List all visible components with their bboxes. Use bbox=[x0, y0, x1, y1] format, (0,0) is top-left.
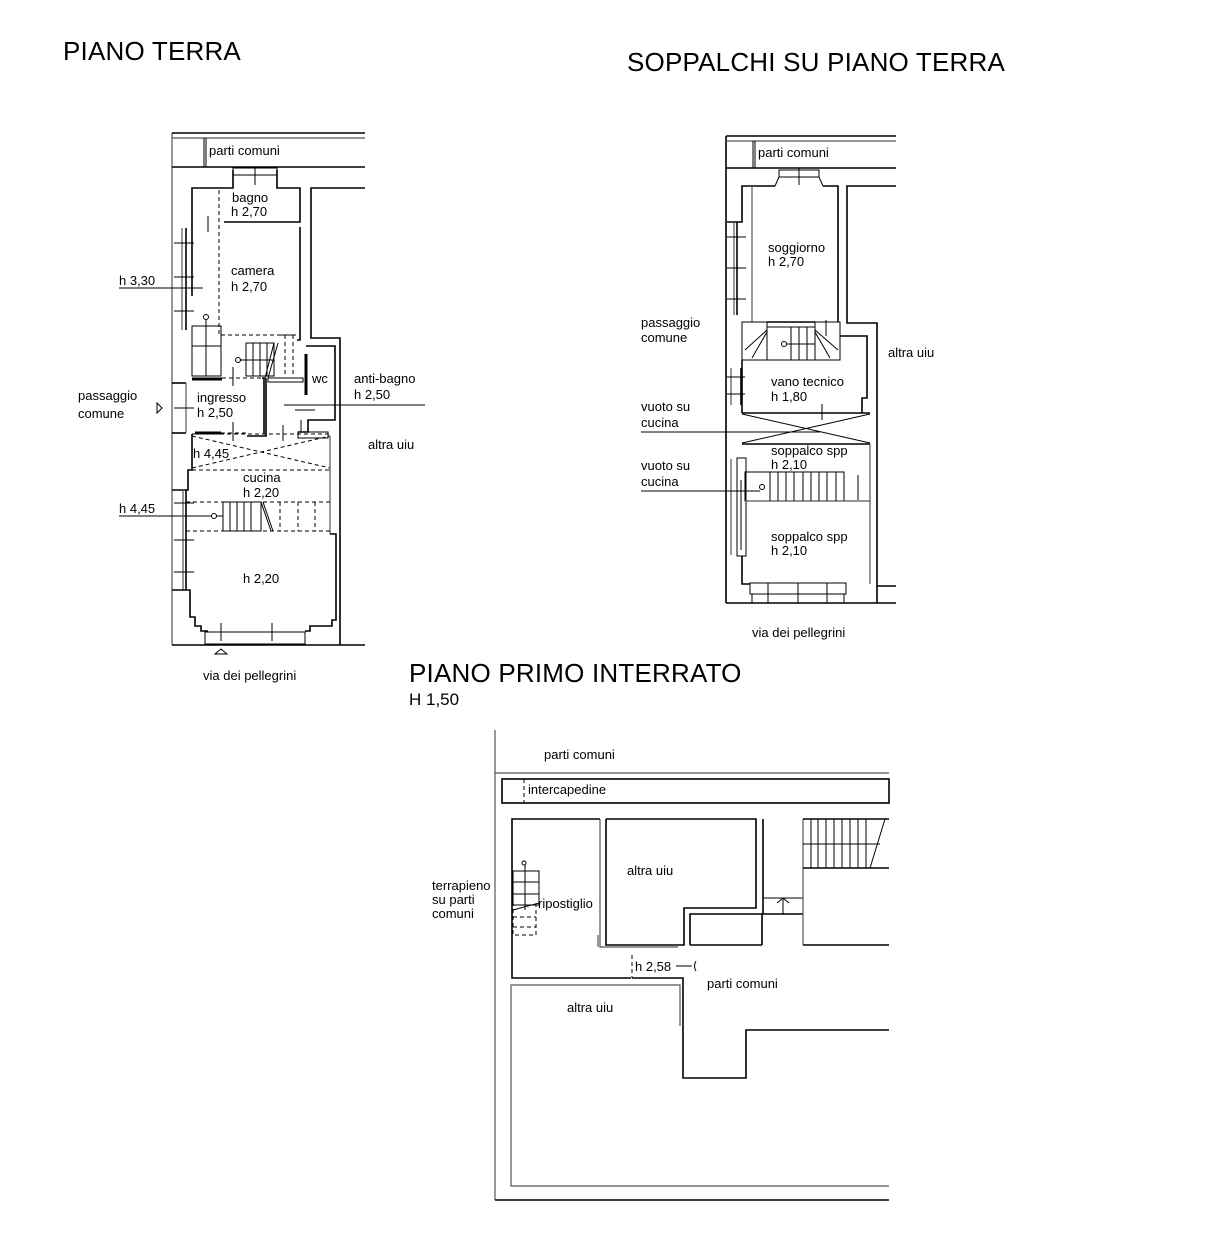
plan-piano-terra: parti comuni bagno h 2,70 camera h 2,70 … bbox=[78, 132, 425, 683]
sp-altra-uiu: altra uiu bbox=[888, 345, 934, 360]
sp-vuoto1-b: cucina bbox=[641, 415, 679, 430]
sp-vuoto1-a: vuoto su bbox=[641, 399, 690, 414]
pt-h445-b: h 4,45 bbox=[119, 501, 155, 516]
in-ripostiglio: ripostiglio bbox=[538, 896, 593, 911]
interrato-height: H 1,50 bbox=[409, 690, 460, 709]
pt-parti-comuni: parti comuni bbox=[209, 143, 280, 158]
sp-soppalco1-h: h 2,10 bbox=[771, 457, 807, 472]
sp-parti-comuni: parti comuni bbox=[758, 145, 829, 160]
sp-soppalco2: soppalco spp bbox=[771, 529, 848, 544]
sp-comune: comune bbox=[641, 330, 687, 345]
stair-treads bbox=[810, 819, 867, 868]
pt-altra-uiu: altra uiu bbox=[368, 437, 414, 452]
in-parti-comuni-top: parti comuni bbox=[544, 747, 615, 762]
pt-passaggio: passaggio bbox=[78, 388, 137, 403]
plan-soppalchi: parti comuni soggiorno h 2,70 passaggio … bbox=[641, 135, 934, 640]
pt-anti-bagno-h: h 2,50 bbox=[354, 387, 390, 402]
in-terrapieno-c: comuni bbox=[432, 906, 474, 921]
pt-front-h: h 2,20 bbox=[243, 571, 279, 586]
in-terrapieno-a: terrapieno bbox=[432, 878, 491, 893]
in-altra-uiu-1: altra uiu bbox=[627, 863, 673, 878]
pt-cucina: cucina bbox=[243, 470, 281, 485]
sp-vuoto2-b: cucina bbox=[641, 474, 679, 489]
pt-wc: wc bbox=[311, 371, 328, 386]
pt-h445-a: h 4,45 bbox=[193, 446, 229, 461]
pt-anti-bagno: anti-bagno bbox=[354, 371, 415, 386]
in-h258: h 2,58 bbox=[635, 959, 671, 974]
sp-soppalco1: soppalco spp bbox=[771, 443, 848, 458]
pt-street: via dei pellegrini bbox=[203, 668, 296, 683]
pt-camera: camera bbox=[231, 263, 275, 278]
sp-vano-tecnico-h: h 1,80 bbox=[771, 389, 807, 404]
in-intercapedine: intercapedine bbox=[528, 782, 606, 797]
pt-cucina-h: h 2,20 bbox=[243, 485, 279, 500]
plan-interrato: parti comuni intercapedine terrapieno su… bbox=[432, 730, 890, 1201]
sp-vuoto2-a: vuoto su bbox=[641, 458, 690, 473]
sp-vano-tecnico: vano tecnico bbox=[771, 374, 844, 389]
pt-comune: comune bbox=[78, 406, 124, 421]
sp-soggiorno-h: h 2,70 bbox=[768, 254, 804, 269]
pt-h330: h 3,30 bbox=[119, 273, 155, 288]
title-piano-terra: PIANO TERRA bbox=[63, 36, 241, 66]
pt-ingresso: ingresso bbox=[197, 390, 246, 405]
pt-camera-h: h 2,70 bbox=[231, 279, 267, 294]
title-interrato: PIANO PRIMO INTERRATO bbox=[409, 658, 742, 688]
in-terrapieno-b: su parti bbox=[432, 892, 475, 907]
title-soppalchi: SOPPALCHI SU PIANO TERRA bbox=[627, 47, 1006, 77]
sp-street: via dei pellegrini bbox=[752, 625, 845, 640]
sp-passaggio: passaggio bbox=[641, 315, 700, 330]
pt-bagno: bagno bbox=[232, 190, 268, 205]
in-altra-uiu-2: altra uiu bbox=[567, 1000, 613, 1015]
in-parti-comuni-mid: parti comuni bbox=[707, 976, 778, 991]
pt-ingresso-h: h 2,50 bbox=[197, 405, 233, 420]
sp-soppalco2-h: h 2,10 bbox=[771, 543, 807, 558]
pt-bagno-h: h 2,70 bbox=[231, 204, 267, 219]
sp-soggiorno: soggiorno bbox=[768, 240, 825, 255]
